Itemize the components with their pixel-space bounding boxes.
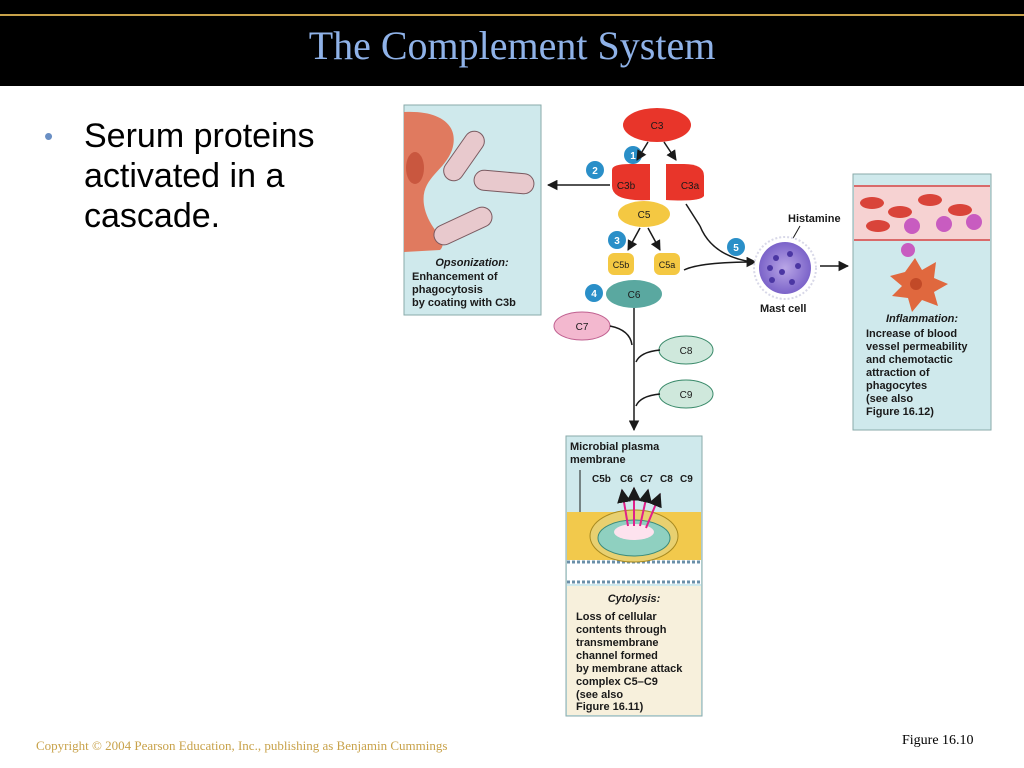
- svg-text:2: 2: [592, 166, 598, 177]
- svg-text:5: 5: [733, 243, 739, 254]
- title-accent-line: [0, 14, 1024, 16]
- svg-text:C5: C5: [638, 210, 651, 221]
- inflammation-line: phagocytes: [866, 380, 927, 392]
- node-c3a: C3a: [666, 164, 704, 201]
- step-3: 3: [608, 231, 626, 249]
- step-2: 2: [586, 161, 604, 179]
- membrane-panel: Microbial plasma membrane C5b C6 C7 C8 C…: [565, 435, 703, 717]
- bullet-text: Serum proteins activated in a cascade.: [84, 117, 315, 235]
- cytolysis-line: transmembrane: [576, 637, 659, 649]
- svg-text:C6: C6: [628, 290, 641, 301]
- svg-text:3: 3: [614, 236, 620, 247]
- cytolysis-line: by membrane attack: [576, 663, 683, 675]
- histamine-label: Histamine: [788, 213, 841, 225]
- svg-text:C5a: C5a: [659, 260, 676, 270]
- inflammation-line: and chemotactic: [866, 354, 953, 366]
- svg-text:C7: C7: [576, 322, 589, 333]
- bacterium-icon: [473, 169, 535, 195]
- svg-text:4: 4: [591, 289, 597, 300]
- inflammation-line: Figure 16.12): [866, 406, 934, 418]
- inflammation-line: Increase of blood: [866, 328, 957, 340]
- mac-component-c9: C9: [680, 474, 693, 485]
- opsonization-line: Enhancement of: [412, 271, 498, 283]
- node-c7: C7: [553, 311, 611, 341]
- step-5: 5: [727, 238, 745, 256]
- cytolysis-line: complex C5–C9: [576, 676, 658, 688]
- cytolysis-line: (see also: [576, 689, 623, 701]
- figure-label: Figure 16.10: [902, 733, 974, 748]
- svg-text:C3b: C3b: [617, 181, 636, 192]
- svg-text:C5b: C5b: [613, 260, 630, 270]
- node-c9: C9: [658, 379, 714, 409]
- mast-cell-label: Mast cell: [760, 303, 806, 315]
- node-c5b: C5b: [608, 253, 634, 275]
- slide-title: The Complement System: [308, 23, 716, 68]
- inflammation-line: (see also: [866, 393, 913, 405]
- inflammation-heading: Inflammation:: [886, 313, 958, 325]
- macrophage-icon: [890, 258, 948, 312]
- bacterium-icon: [443, 130, 485, 182]
- cytolysis-line: Figure 16.11): [576, 701, 644, 713]
- cytolysis-heading: Cytolysis:: [608, 593, 661, 605]
- opsonization-line: by coating with C3b: [412, 297, 516, 309]
- copyright-notice: Copyright © 2004 Pearson Education, Inc.…: [36, 738, 448, 753]
- cytolysis-line: contents through: [576, 624, 667, 636]
- svg-text:C3: C3: [651, 121, 664, 132]
- svg-text:1: 1: [630, 151, 636, 162]
- node-c5a: C5a: [654, 253, 680, 275]
- mac-component-c6: C6: [620, 474, 633, 485]
- opsonization-panel: Opsonization: Enhancement of phagocytosi…: [403, 104, 542, 316]
- node-c3b: C3b: [612, 164, 650, 201]
- opsonization-line: phagocytosis: [412, 284, 483, 296]
- pore-arrows: [617, 486, 662, 529]
- cascade-arrows: [546, 141, 850, 432]
- mac-component-c8: C8: [660, 474, 673, 485]
- mac-component-c5b: C5b: [592, 474, 611, 485]
- svg-text:C9: C9: [680, 390, 693, 401]
- membrane-bilayer-icon: [567, 560, 701, 584]
- inflammation-line: attraction of: [866, 367, 930, 379]
- node-c6: C6: [606, 280, 662, 308]
- svg-text:C8: C8: [680, 346, 693, 357]
- opsonization-heading: Opsonization:: [435, 257, 509, 269]
- mac-component-c7: C7: [640, 474, 653, 485]
- membrane-label-line: Microbial plasma: [570, 441, 660, 453]
- step-4: 4: [585, 284, 603, 302]
- inflammation-panel: Inflammation: Increase of blood vessel p…: [852, 173, 992, 431]
- cytolysis-line: Loss of cellular: [576, 611, 657, 623]
- node-c3: C3: [623, 108, 691, 142]
- bacterium-icon: [433, 206, 493, 246]
- phagocyte-icon: [901, 214, 982, 257]
- inflammation-line: vessel permeability: [866, 341, 968, 353]
- red-blood-cell-icon: [860, 194, 972, 232]
- svg-text:C3a: C3a: [681, 181, 700, 192]
- cytolysis-line: channel formed: [576, 650, 658, 662]
- node-c8: C8: [658, 335, 714, 365]
- mast-cell-icon: [753, 236, 817, 300]
- membrane-label-line: membrane: [570, 454, 626, 466]
- node-c5: C5: [618, 201, 670, 227]
- mac-pore-icon: [589, 509, 679, 563]
- bullet-dot-icon: •: [44, 121, 54, 151]
